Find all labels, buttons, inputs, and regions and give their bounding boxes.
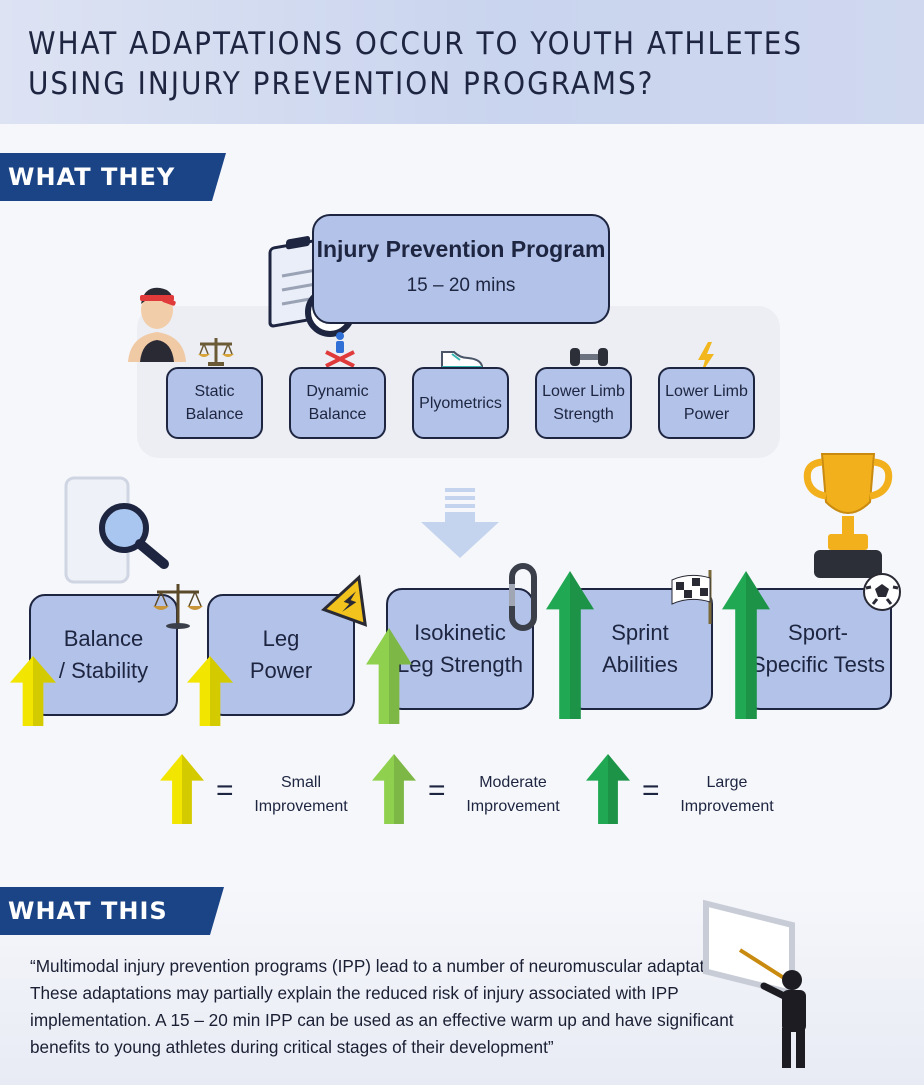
program-component-box: Dynamic Balance	[289, 367, 386, 439]
presenter-board-icon	[703, 899, 806, 1068]
warning-lightning-icon	[321, 574, 368, 627]
dumbbell-icon	[570, 348, 608, 366]
program-title: Injury Prevention Program	[316, 236, 606, 262]
improvement-arrow-large-icon	[722, 571, 770, 719]
legend-arrow-moderate-icon	[372, 754, 416, 824]
scale-icon	[198, 338, 234, 366]
page-title-line-1: WHAT ADAPTATIONS OCCUR TO YOUTH ATHLETES	[28, 26, 804, 62]
program-component-box: Lower Limb Power	[658, 367, 755, 439]
legend-equals: =	[642, 774, 660, 807]
person-on-platform-icon	[325, 332, 355, 368]
section-tag-found: WHAT THEY FOUND	[0, 153, 226, 201]
section-tag-means: WHAT THIS MEANS	[0, 887, 224, 935]
improvement-arrow-large-icon	[546, 571, 594, 719]
conclusion-quote: “Multimodal injury prevention programs (…	[30, 956, 741, 1057]
athlete-avatar-icon	[128, 287, 186, 362]
trophy-icon	[803, 453, 893, 578]
balance-scale-icon	[153, 584, 203, 629]
page-title-line-2: USING INJURY PREVENTION PROGRAMS?	[28, 66, 655, 102]
program-box: Injury Prevention Program 15 – 20 mins	[312, 214, 610, 324]
program-component-box: Static Balance	[166, 367, 263, 439]
legend-arrow-small-icon	[160, 754, 204, 824]
program-duration: 15 – 20 mins	[406, 275, 516, 296]
checkered-flag-icon	[671, 570, 712, 624]
legend-label-moderate: Moderate Improvement	[466, 774, 560, 815]
outcome-box: Leg Power	[207, 594, 355, 716]
magnifier-document-icon	[64, 476, 169, 584]
legend-label-small: Small Improvement	[254, 774, 348, 815]
outcome-box: Balance / Stability	[29, 594, 178, 716]
improvement-arrow-moderate-icon	[366, 628, 412, 724]
lightning-icon	[698, 342, 714, 374]
legend-label-large: Large Improvement	[680, 774, 774, 815]
improvement-arrow-small-icon	[187, 656, 233, 726]
improvement-arrow-small-icon	[10, 656, 56, 726]
legend-equals: =	[216, 774, 234, 807]
legend-arrow-large-icon	[586, 754, 630, 824]
soccer-ball-icon	[863, 573, 901, 611]
program-component-box: Plyometrics	[412, 367, 509, 439]
carabiner-icon	[509, 563, 537, 631]
header-banner	[0, 0, 924, 124]
program-component-box: Lower Limb Strength	[535, 367, 632, 439]
legend-equals: =	[428, 774, 446, 807]
down-arrow-icon	[421, 488, 499, 558]
